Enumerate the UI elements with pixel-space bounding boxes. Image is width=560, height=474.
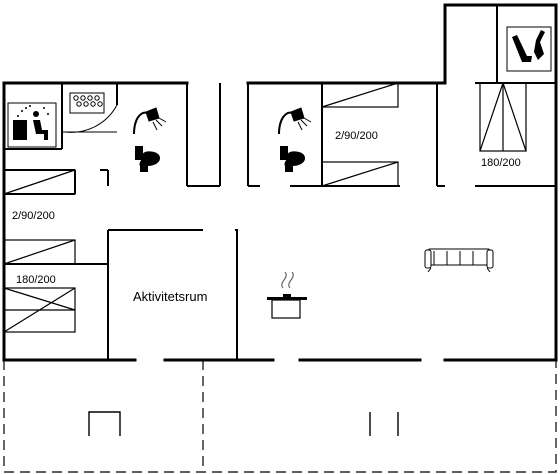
toilet-icon	[280, 146, 305, 172]
beds	[3, 82, 527, 333]
door-swings	[62, 104, 118, 133]
bed-label-double-left: 180/200	[16, 274, 56, 286]
toilet-icon	[135, 146, 160, 172]
utility-tools-icon	[506, 26, 552, 72]
sauna-icon	[7, 102, 57, 148]
terrace-outline	[3, 360, 557, 473]
room-label-activity: Aktivitetsrum	[133, 289, 208, 304]
shower-icon	[133, 107, 167, 135]
whirlpool-icon	[69, 92, 105, 114]
terrace-furniture	[88, 411, 399, 436]
sofa-icon	[424, 248, 494, 273]
bed-label-double-top-right: 180/200	[481, 157, 521, 169]
bed-label-bunk-top-room: 2/90/200	[335, 130, 378, 142]
shower-icon	[278, 107, 312, 135]
bed-label-bunk-left: 2/90/200	[12, 210, 55, 222]
kitchen-pot-icon	[267, 271, 307, 319]
